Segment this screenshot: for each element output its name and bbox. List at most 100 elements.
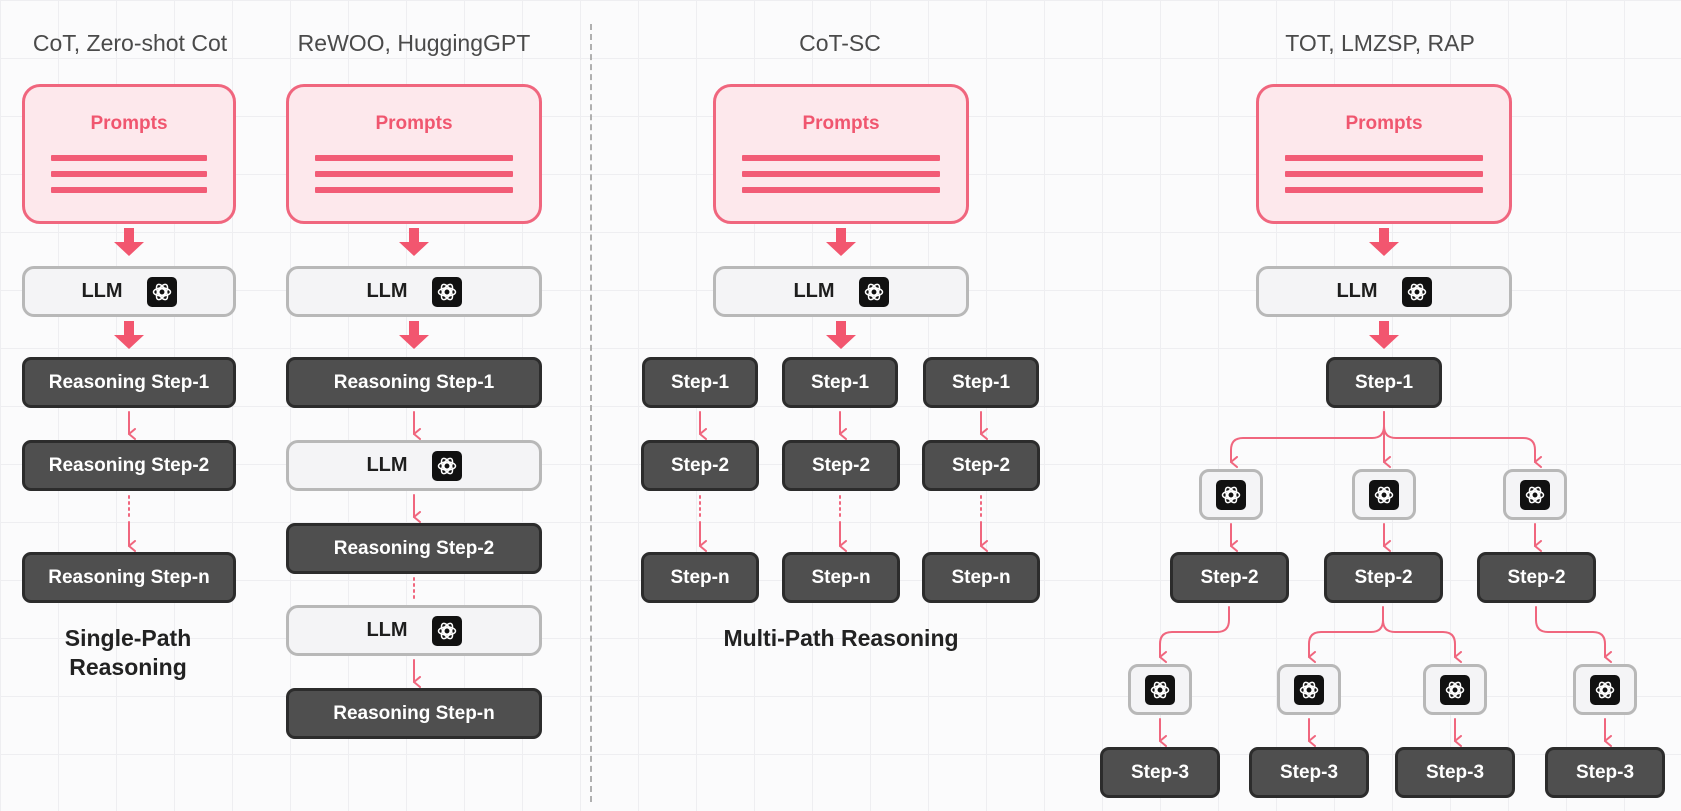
llm-label: LLM xyxy=(366,619,408,641)
step-2-tree-left: Step-2 xyxy=(1170,552,1289,603)
prompts-title: Prompts xyxy=(802,113,880,134)
prompt-line xyxy=(315,155,513,161)
arrow-down-icon xyxy=(1369,228,1399,256)
step-n-path-b: Step-n xyxy=(782,552,900,603)
openai-logo-icon xyxy=(1590,674,1620,705)
llm-box-cotsc: LLM xyxy=(713,266,969,317)
openai-logo-icon xyxy=(1216,479,1246,510)
single-path-caption: Single-Path Reasoning xyxy=(28,624,228,682)
prompt-line xyxy=(51,155,207,161)
llm-box-rewoo-3: LLM xyxy=(286,605,542,656)
openai-logo-icon xyxy=(1145,674,1175,705)
llm-node-level-2-c xyxy=(1423,664,1487,715)
heading-cot: CoT, Zero-shot Cot xyxy=(32,30,228,56)
prompts-box-cot: Prompts xyxy=(22,84,236,224)
openai-logo-icon xyxy=(431,450,462,481)
arrow-down-icon xyxy=(114,321,144,349)
prompt-line xyxy=(315,171,513,177)
openai-logo-icon xyxy=(431,615,462,646)
step-3-tree-a: Step-3 xyxy=(1100,747,1220,798)
llm-label: LLM xyxy=(1336,280,1378,302)
heading-tot: TOT, LMZSP, RAP xyxy=(1285,30,1475,56)
arrow-down-icon xyxy=(399,228,429,256)
step-n-path-a: Step-n xyxy=(641,552,759,603)
step-3-tree-c: Step-3 xyxy=(1395,747,1515,798)
tree-branch-connector xyxy=(1382,619,1462,663)
llm-node-level-1-right xyxy=(1503,469,1567,520)
step-1-path-a: Step-1 xyxy=(642,357,758,408)
openai-logo-icon xyxy=(146,276,177,307)
llm-node-level-1-middle xyxy=(1352,469,1416,520)
prompt-line xyxy=(1285,187,1483,193)
openai-logo-icon xyxy=(1369,479,1399,510)
step-2-path-c: Step-2 xyxy=(922,440,1040,491)
caption-line-2: Reasoning xyxy=(69,654,187,680)
prompt-line xyxy=(1285,171,1483,177)
prompts-box-rewoo: Prompts xyxy=(286,84,542,224)
step-3-tree-b: Step-3 xyxy=(1249,747,1369,798)
llm-box-rewoo-2: LLM xyxy=(286,440,542,491)
reasoning-step-1-rewoo: Reasoning Step-1 xyxy=(286,357,542,408)
reasoning-step-1-cot: Reasoning Step-1 xyxy=(22,357,236,408)
arrow-down-icon xyxy=(399,321,429,349)
heading-rewoo: ReWOO, HuggingGPT xyxy=(297,30,531,56)
openai-logo-icon xyxy=(431,276,462,307)
prompts-title: Prompts xyxy=(375,113,453,134)
llm-box-cot: LLM xyxy=(22,266,236,317)
tree-branch-connector xyxy=(1308,606,1384,663)
llm-label: LLM xyxy=(81,280,123,302)
llm-label: LLM xyxy=(366,280,408,302)
reasoning-step-n-rewoo: Reasoning Step-n xyxy=(286,688,542,739)
llm-node-level-2-b xyxy=(1277,664,1341,715)
reasoning-step-2-cot: Reasoning Step-2 xyxy=(22,440,236,491)
prompt-line xyxy=(742,171,940,177)
llm-node-level-1-left xyxy=(1199,469,1263,520)
prompts-box-tot: Prompts xyxy=(1256,84,1512,224)
llm-label: LLM xyxy=(366,454,408,476)
llm-label: LLM xyxy=(793,280,835,302)
multi-path-caption: Multi-Path Reasoning xyxy=(723,625,959,651)
llm-node-level-2-a xyxy=(1128,664,1192,715)
tree-branch-connector xyxy=(1230,411,1385,468)
openai-logo-icon xyxy=(1520,479,1550,510)
openai-logo-icon xyxy=(1401,276,1432,307)
step-n-path-c: Step-n xyxy=(922,552,1040,603)
step-1-tree-root: Step-1 xyxy=(1326,357,1442,408)
arrow-down-icon xyxy=(1369,321,1399,349)
step-2-tree-middle: Step-2 xyxy=(1324,552,1443,603)
prompt-line xyxy=(1285,155,1483,161)
llm-box-tot: LLM xyxy=(1256,266,1512,317)
reasoning-step-n-cot: Reasoning Step-n xyxy=(22,552,236,603)
openai-logo-icon xyxy=(1440,674,1470,705)
prompt-line xyxy=(315,187,513,193)
step-1-path-b: Step-1 xyxy=(782,357,898,408)
llm-node-level-2-d xyxy=(1573,664,1637,715)
llm-box-rewoo-1: LLM xyxy=(286,266,542,317)
arrow-down-icon xyxy=(826,321,856,349)
step-2-path-b: Step-2 xyxy=(782,440,900,491)
tree-branch-connector xyxy=(1535,606,1612,663)
prompts-title: Prompts xyxy=(90,113,168,134)
step-3-tree-d: Step-3 xyxy=(1545,747,1665,798)
heading-cotsc: CoT-SC xyxy=(799,30,881,56)
prompt-line xyxy=(742,155,940,161)
prompt-line xyxy=(742,187,940,193)
step-2-path-a: Step-2 xyxy=(641,440,759,491)
arrow-down-icon xyxy=(826,228,856,256)
step-1-path-c: Step-1 xyxy=(923,357,1039,408)
openai-logo-icon xyxy=(1294,674,1324,705)
tree-branch-connector xyxy=(1383,425,1542,468)
tree-branch-connector xyxy=(1159,606,1230,663)
prompts-box-cotsc: Prompts xyxy=(713,84,969,224)
prompt-line xyxy=(51,187,207,193)
arrow-down-icon xyxy=(114,228,144,256)
step-2-tree-right: Step-2 xyxy=(1477,552,1596,603)
reasoning-step-2-rewoo: Reasoning Step-2 xyxy=(286,523,542,574)
prompts-title: Prompts xyxy=(1345,113,1423,134)
prompt-line xyxy=(51,171,207,177)
section-divider xyxy=(590,24,592,802)
openai-logo-icon xyxy=(858,276,889,307)
caption-line-1: Single-Path xyxy=(64,625,192,651)
